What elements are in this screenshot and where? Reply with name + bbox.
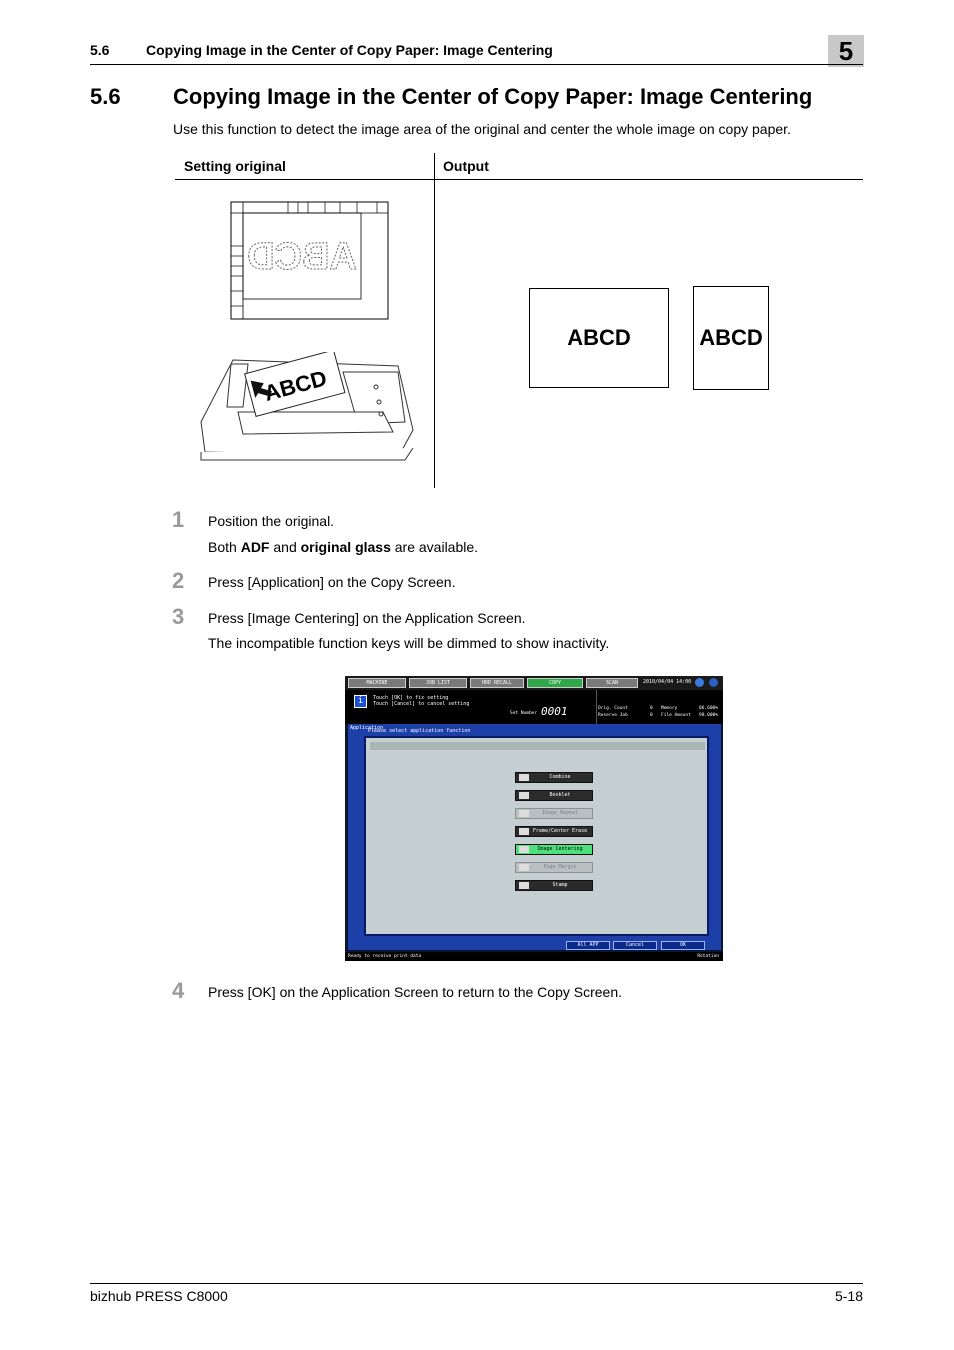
application-screen: MACHINE JOB LIST HDD RECALL COPY SCAN 20… xyxy=(345,676,723,961)
header-rule xyxy=(90,64,863,65)
image-centering-icon xyxy=(519,846,529,853)
tab-scan[interactable]: SCAN xyxy=(586,678,638,688)
set-number-value: 0001 xyxy=(541,705,568,718)
mirrored-original-text: ABCD xyxy=(247,236,357,278)
frame-erase-icon xyxy=(519,828,529,835)
output-landscape-text: ABCD xyxy=(567,325,631,350)
output-portrait-sheet: ABCD xyxy=(693,286,769,390)
set-number-label: Set Number xyxy=(510,711,538,716)
file-amount-value: 98.000% xyxy=(699,713,718,718)
combine-icon xyxy=(519,774,529,781)
page-margin-icon xyxy=(519,864,529,871)
booklet-icon xyxy=(519,792,529,799)
step-number: 4 xyxy=(172,978,185,1003)
footer-rule xyxy=(90,1283,863,1284)
message-bar: i Touch [OK] to fix setting Touch [Cance… xyxy=(345,690,723,724)
tab-copy[interactable]: COPY xyxy=(527,678,583,688)
chapter-tab xyxy=(828,35,864,67)
running-header-title: Copying Image in the Center of Copy Pape… xyxy=(146,42,553,58)
footer-page-number: 5-18 xyxy=(834,1288,863,1304)
tab-bar: MACHINE JOB LIST HDD RECALL COPY SCAN 20… xyxy=(345,676,723,690)
info-message-icon: i xyxy=(354,695,367,708)
output-portrait-text: ABCD xyxy=(699,325,763,350)
message-line-1: Touch [OK] to fix setting xyxy=(373,695,449,701)
tab-hdd-recall[interactable]: HDD RECALL xyxy=(470,678,524,688)
section-number: 5.6 xyxy=(90,84,121,109)
rotation-label[interactable]: Rotation xyxy=(697,954,719,959)
stamp-icon xyxy=(519,882,529,889)
application-panel: Application Please select application fu… xyxy=(348,724,721,950)
file-amount-label: File Amount xyxy=(661,713,691,718)
status-bar: Ready to receive print data Rotation xyxy=(345,952,723,961)
step-text: Press [Application] on the Copy Screen. xyxy=(208,574,456,590)
step-text: Press [OK] on the Application Screen to … xyxy=(208,984,623,1000)
panel-title: Application xyxy=(350,725,384,731)
section-title: Copying Image in the Center of Copy Pape… xyxy=(173,84,813,109)
help-icon[interactable] xyxy=(709,678,718,687)
table-rule xyxy=(175,179,863,180)
image-repeat-button[interactable]: Image Repeat xyxy=(515,808,593,819)
tab-job-list[interactable]: JOB LIST xyxy=(409,678,467,688)
image-centering-button[interactable]: Image Centering xyxy=(515,844,593,855)
output-landscape-sheet: ABCD xyxy=(529,288,669,388)
table-header-output: Output xyxy=(443,158,489,174)
table-divider xyxy=(434,153,435,488)
orig-count-label: Orig. Count xyxy=(598,706,628,711)
page-margin-button[interactable]: Page Margin xyxy=(515,862,593,873)
step-note: The incompatible function keys will be d… xyxy=(208,635,610,651)
screen-datetime: 2010/04/04 14:00 xyxy=(643,679,692,685)
memory-label: Memory xyxy=(661,706,678,711)
ok-button[interactable]: OK xyxy=(661,941,705,950)
memory-value: 06.600% xyxy=(699,706,718,711)
info-icon[interactable] xyxy=(695,678,704,687)
stamp-button[interactable]: Stamp xyxy=(515,880,593,891)
prompt-text: Please select application function xyxy=(368,728,471,734)
step-number: 1 xyxy=(172,507,185,532)
booklet-button[interactable]: Booklet xyxy=(515,790,593,801)
status-text: Ready to receive print data xyxy=(348,954,422,959)
step-number: 2 xyxy=(172,568,185,593)
original-glass-illustration: ABCD xyxy=(230,201,389,320)
adf-illustration: ABCD xyxy=(200,352,414,461)
combine-button[interactable]: Combine xyxy=(515,772,593,783)
message-line-2: Touch [Cancel] to cancel setting xyxy=(373,701,470,707)
reserve-job-value: 0 xyxy=(650,713,653,718)
reserve-job-label: Reserve Job xyxy=(598,713,628,718)
step-number: 3 xyxy=(172,604,185,629)
orig-count-value: 0 xyxy=(650,706,653,711)
all-app-button[interactable]: All APP xyxy=(566,941,610,950)
running-header-number: 5.6 xyxy=(90,42,110,58)
table-header-setting-original: Setting original xyxy=(184,158,286,174)
frame-center-erase-button[interactable]: Frame/Center Erase xyxy=(515,826,593,837)
step-text: Press [Image Centering] on the Applicati… xyxy=(208,610,526,626)
footer-product: bizhub PRESS C8000 xyxy=(90,1288,228,1304)
image-repeat-icon xyxy=(519,810,529,817)
chapter-number: 5 xyxy=(838,36,854,66)
step-text: Position the original. xyxy=(208,513,335,529)
function-area: Please select application function Combi… xyxy=(364,728,709,936)
tab-machine[interactable]: MACHINE xyxy=(348,678,406,688)
cancel-button[interactable]: Cancel xyxy=(613,941,657,950)
step-note: Both ADF and original glass are availabl… xyxy=(208,539,479,555)
intro-text: Use this function to detect the image ar… xyxy=(173,121,791,137)
